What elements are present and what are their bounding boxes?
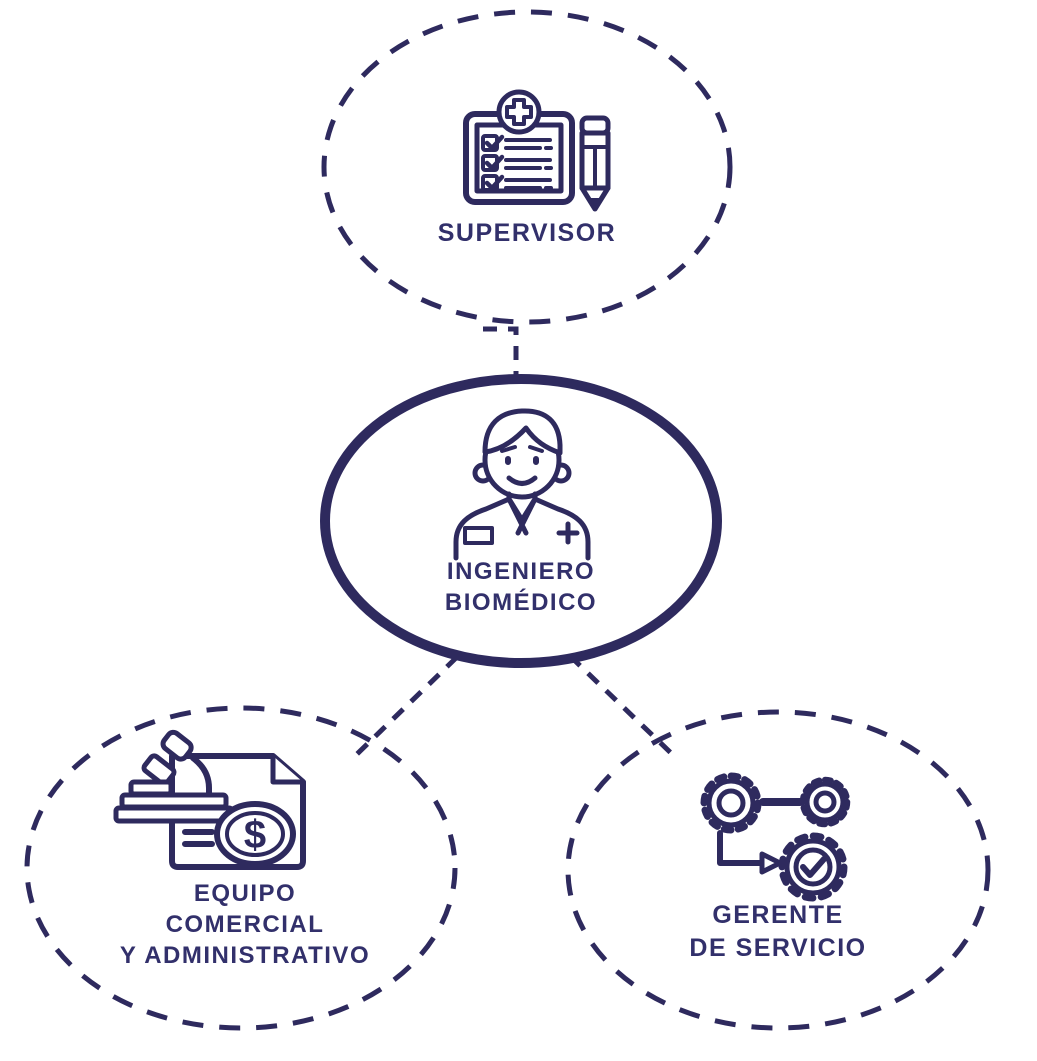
workflow-arrow	[717, 830, 783, 875]
connector-ingeniero-to-equipo	[354, 655, 459, 757]
circle-gerente-servicio	[565, 709, 991, 1031]
node-label-gerente-servicio: GERENTE DE SERVICIO	[689, 901, 867, 962]
node-label-supervisor: SUPERVISOR	[437, 219, 617, 247]
circle-ingeniero-biomedico	[320, 374, 722, 668]
microscope-invoice-dollar-icon: $	[113, 729, 306, 870]
node-label-equipo-comercial: EQUIPO COMERCIAL Y ADMINISTRATIVO	[119, 880, 371, 969]
checklist-rows	[481, 134, 553, 192]
circle-equipo-comercial	[24, 705, 458, 1031]
node-label-ingeniero-biomedico: INGENIERO BIOMÉDICO	[444, 558, 598, 616]
circle-supervisor	[321, 9, 733, 325]
gear-icon	[799, 776, 851, 828]
biomedical-engineer-person-icon	[453, 408, 591, 561]
dollar-coin-icon: $	[214, 801, 296, 867]
clipboard-checklist-medical-pencil-icon	[463, 89, 611, 212]
microscope-icon	[113, 729, 235, 824]
gears-workflow-check-icon	[700, 772, 851, 902]
gear-check-icon	[778, 832, 848, 902]
dollar-glyph: $	[244, 813, 266, 857]
connector-ingeniero-to-gerente	[568, 654, 673, 755]
connector-supervisor-to-ingeniero	[483, 326, 519, 382]
gear-icon	[700, 772, 762, 834]
medical-cross-badge	[556, 521, 580, 545]
pencil-icon	[579, 115, 611, 212]
